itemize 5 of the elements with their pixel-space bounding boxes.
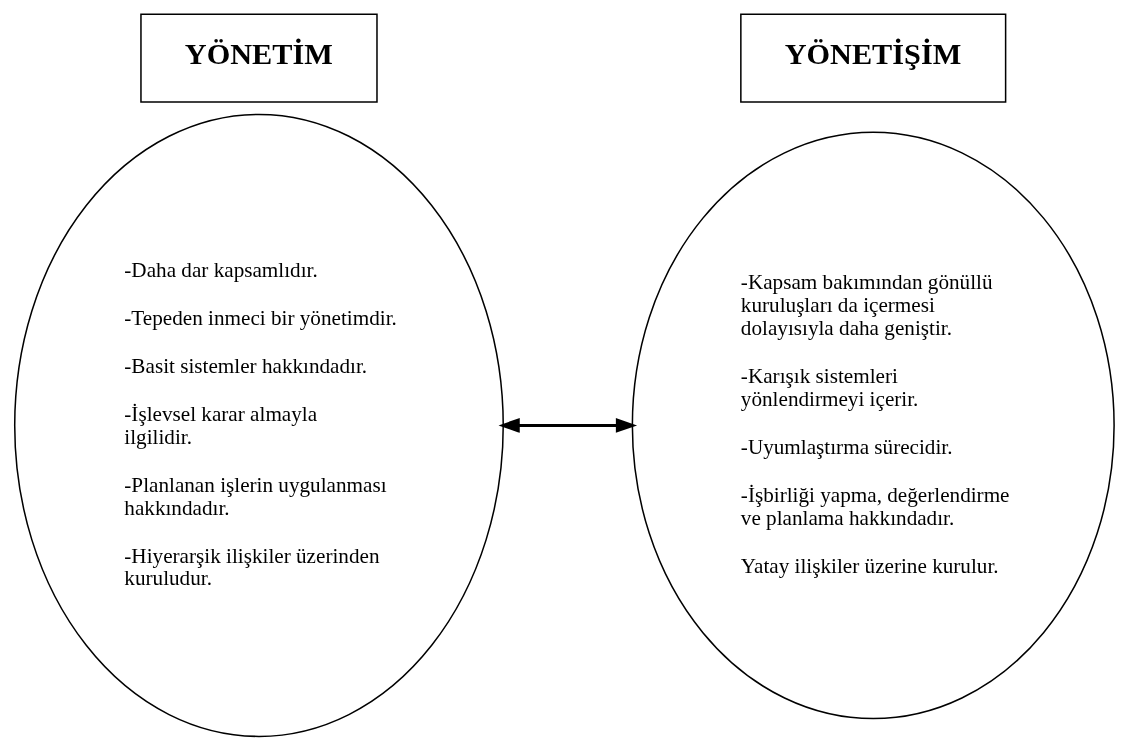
node-box: YÖNETİŞİM [740, 13, 1007, 103]
arrow [498, 418, 638, 433]
node-ellipse: -Kapsam bakımından gönüllü kuruluşları da içermesi dolayısıyla daha geniştir. -Karışık sistemleri yönlendirmeyi içerir. -Uyumlaştırma sürecidir. -İşbirliği yapma, değerlendirme ve planlama hakkındadır. Yatay ilişkiler üzerine kurulur. [631, 131, 1115, 720]
node-box: YÖNETİM [140, 13, 378, 103]
node-ellipse: -Daha dar kapsamlıdır. -Tepeden inmeci bir yönetimdir. -Basit sistemler hakkındadır. -İşlevsel karar almayla ilgilidir. -Planlanan işlerin uygulanması hakkındadır. -Hiyerarşik ilişkiler üzerinden kuruludur. [13, 113, 504, 738]
